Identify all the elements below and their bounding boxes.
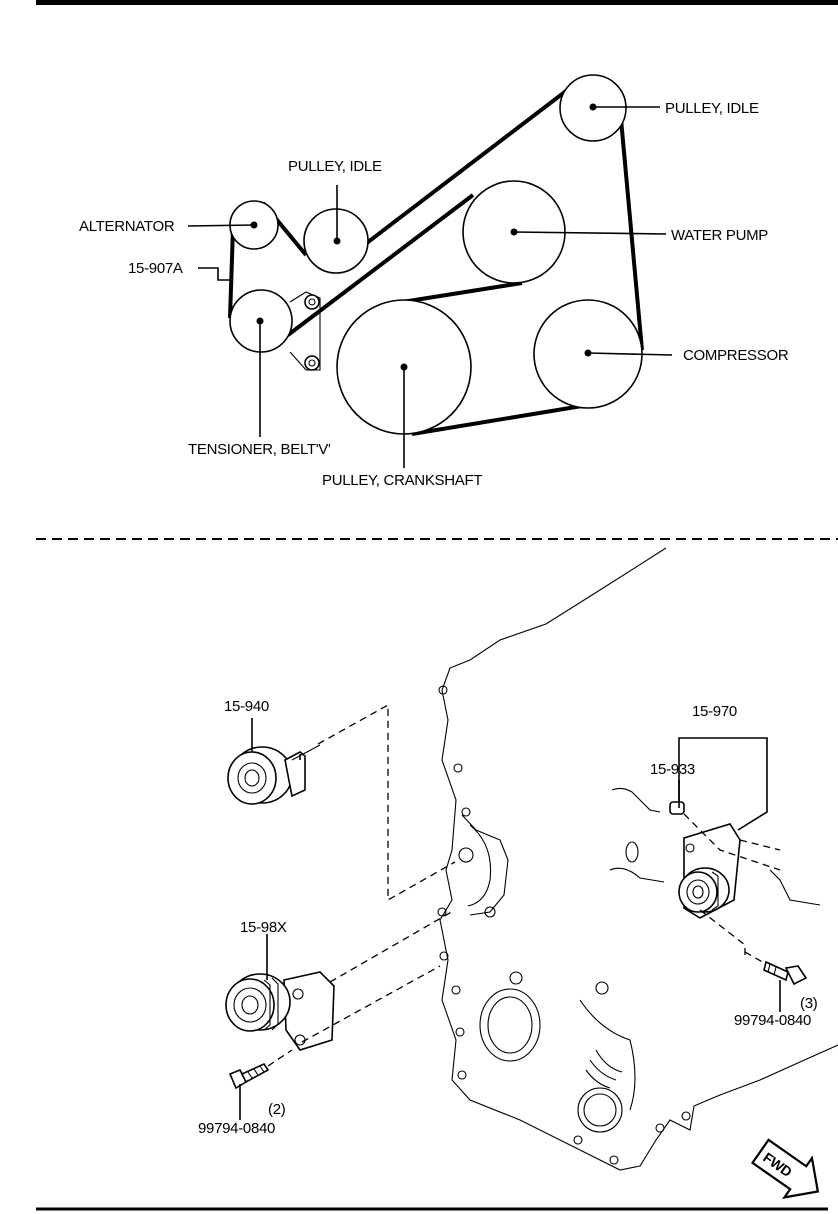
label-bolt-left: 99794-0840	[198, 1120, 275, 1137]
label-15-98X: 15-98X	[240, 919, 287, 936]
label-bolt-right-qty: (3)	[800, 995, 818, 1012]
label-belt-part: 15-907A	[128, 260, 183, 277]
label-tensioner: TENSIONER, BELT'V'	[188, 441, 331, 458]
tensioner-right-part	[678, 823, 741, 919]
tensioner-right-dash-2	[699, 909, 746, 955]
belt-routing-diagram: PULLEY, IDLE PULLEY, IDLE ALTERNATOR 15-…	[79, 74, 789, 489]
tensioner-left-part	[225, 971, 335, 1051]
label-water-pump: WATER PUMP	[671, 227, 768, 244]
tensioner-bracket	[289, 291, 321, 371]
spacer-part	[669, 801, 685, 815]
tensioner-right-dash	[683, 813, 781, 871]
label-15-933: 15-933	[650, 761, 695, 778]
idler-pulley-part	[227, 744, 321, 805]
label-alternator: ALTERNATOR	[79, 218, 175, 235]
label-bolt-right: 99794-0840	[734, 1012, 811, 1029]
label-compressor: COMPRESSOR	[683, 347, 789, 364]
bolt-left	[228, 1062, 270, 1090]
idler-dash-leader	[317, 703, 456, 902]
tensioner-left-dash	[329, 909, 456, 983]
bolt-right	[763, 960, 808, 986]
label-pulley-idle-mid: PULLEY, IDLE	[288, 158, 382, 175]
engine-front-cover	[437, 547, 838, 1171]
tensioner-right-dash-3	[739, 839, 781, 851]
top-border	[36, 0, 838, 5]
leader-lines	[187, 106, 673, 468]
bolt-right-dash	[744, 951, 767, 965]
bolt-left-dash	[267, 1049, 293, 1067]
label-bolt-left-qty: (2)	[268, 1101, 286, 1118]
label-pulley-idle-top: PULLEY, IDLE	[665, 100, 759, 117]
label-15-940: 15-940	[224, 698, 269, 715]
leader-15-970	[678, 737, 768, 831]
fwd-arrow-icon: FWD	[750, 1138, 820, 1199]
tensioner-left-dash-2	[301, 965, 441, 1043]
exploded-view: 15-940 15-98X (2) 99794-0840	[198, 547, 838, 1199]
drive-belt	[228, 86, 644, 436]
label-crankshaft: PULLEY, CRANKSHAFT	[322, 472, 482, 489]
label-15-970: 15-970	[692, 703, 737, 720]
